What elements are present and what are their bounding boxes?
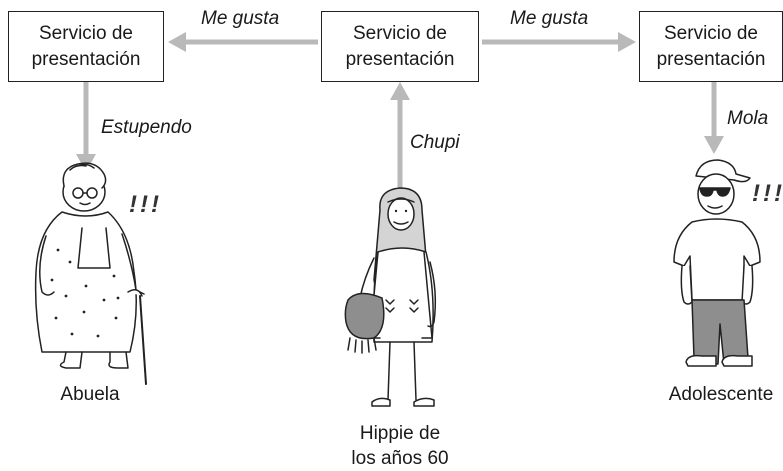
label-mola: Mola [727, 108, 769, 129]
label-chupi: Chupi [410, 132, 460, 153]
arrow-right-down [704, 82, 724, 154]
box-right-line2: presentación [656, 48, 766, 70]
caption-adolescente: Adolescente [668, 384, 774, 405]
teenager-figure [673, 159, 761, 367]
hippie-figure [344, 187, 437, 407]
box-center-line1: Servicio de [353, 22, 447, 44]
label-estupendo: Estupendo [101, 117, 192, 138]
caption-hippie: Hippie de los años 60 [340, 421, 460, 471]
label-me-gusta-left: Me gusta [201, 8, 280, 29]
caption-hippie-line1: Hippie de [359, 423, 441, 444]
caption-hippie-line2: los años 60 [351, 448, 449, 469]
arrow-hippie-up [390, 82, 410, 188]
presentation-service-box-left: Servicio de presentación [8, 11, 164, 82]
box-right-line1: Servicio de [664, 22, 758, 44]
exclamation-abuela: !!! [129, 191, 162, 218]
presentation-service-box-right: Servicio de presentación [639, 11, 783, 82]
box-center-line2: presentación [345, 48, 455, 70]
arrow-center-to-left [168, 32, 318, 52]
box-left-line2: presentación [31, 48, 141, 70]
box-left-line1: Servicio de [39, 22, 133, 44]
arrow-center-to-right [482, 32, 636, 52]
label-me-gusta-right: Me gusta [510, 8, 589, 29]
presentation-service-box-center: Servicio de presentación [321, 11, 479, 82]
exclamation-adolescente: !!! [752, 180, 783, 207]
caption-abuela: Abuela [60, 384, 120, 405]
grandmother-figure [34, 162, 147, 385]
